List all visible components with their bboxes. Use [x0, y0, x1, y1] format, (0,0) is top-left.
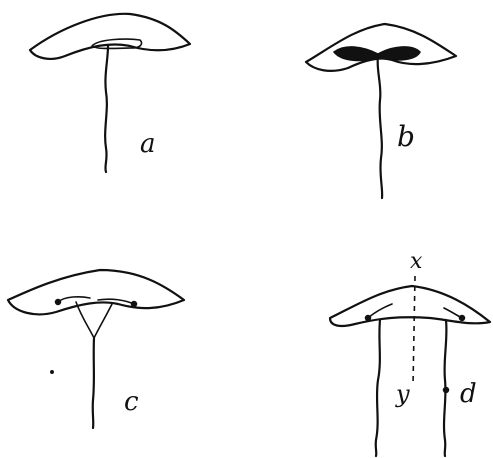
figure-a: a: [30, 14, 190, 172]
figure-c-dot-left: [56, 300, 61, 305]
figure-c-label: c: [124, 387, 139, 417]
figure-d-cap: [330, 286, 490, 326]
figure-b: b: [306, 24, 456, 198]
figure-a-label: a: [140, 129, 156, 159]
figure-d-axis-bottom-label: y: [395, 380, 410, 408]
figure-d-stalk-dot: [444, 388, 449, 393]
figure-b-cap: [306, 24, 456, 71]
figure-c-funnel: [76, 302, 112, 338]
figure-b-label: b: [397, 120, 415, 153]
figure-a-stalk: [105, 46, 108, 172]
figure-b-stalk: [378, 56, 383, 198]
figure-d-axis-line: [413, 276, 415, 386]
figure-d-dot-right: [460, 316, 465, 321]
figure-d-label: d: [460, 379, 477, 409]
figure-c: c: [8, 270, 184, 428]
figure-d-left-filament: [368, 304, 392, 318]
figure-c-inner-left: [58, 297, 90, 302]
figure-c-stalk: [93, 338, 94, 428]
figure-d: x y d: [330, 249, 490, 456]
figure-d-left-stalk: [376, 320, 380, 456]
figure-d-dot-left: [366, 316, 371, 321]
figure-c-speck: [51, 371, 53, 373]
figure-c-dot-right: [132, 302, 137, 307]
figure-a-cap: [30, 14, 190, 59]
figure-c-cap: [8, 270, 184, 314]
figure-d-axis-top-label: x: [410, 249, 423, 274]
